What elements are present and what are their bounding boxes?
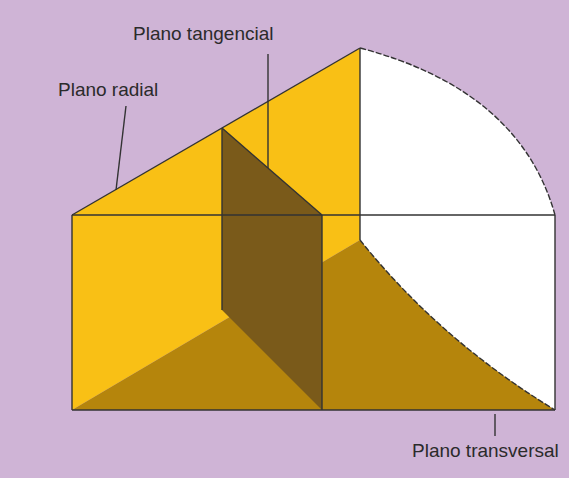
plane-label: Plano transversal [412,440,559,462]
plane-label: Plano tangencial [133,23,274,45]
leader-lines [116,54,495,436]
tangential-plane [222,128,322,410]
plane-label: Plano radial [58,79,158,101]
outline [72,48,555,410]
